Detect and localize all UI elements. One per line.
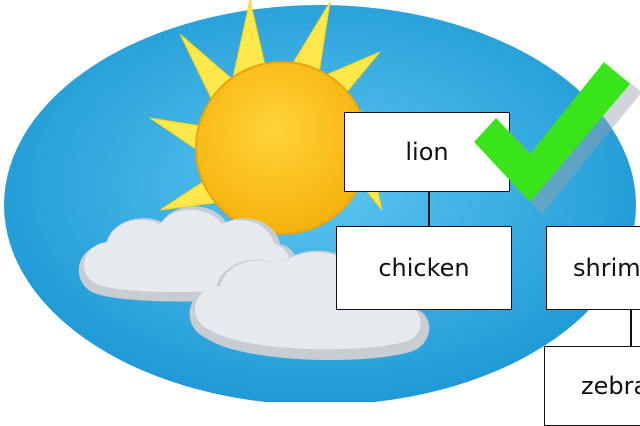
checkmark-icon <box>0 0 640 402</box>
